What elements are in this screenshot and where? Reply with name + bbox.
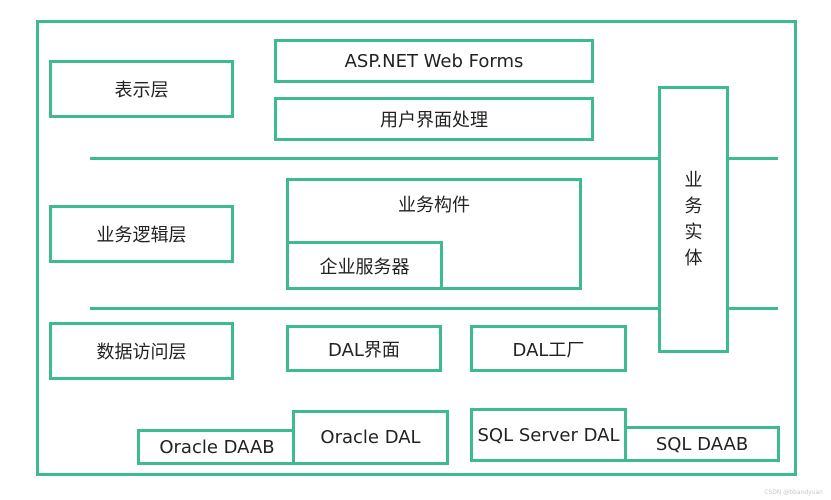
layer-separator-top (90, 157, 778, 160)
business-entity-box: 业 务 实 体 (658, 86, 729, 353)
data-access-layer-label: 数据访问层 (49, 322, 234, 380)
oracle-dal-box: Oracle DAL (292, 410, 449, 465)
dal-factory-box: DAL工厂 (470, 325, 627, 372)
sqlserver-dal-box: SQL Server DAL (470, 408, 627, 462)
oracle-daab-box: Oracle DAAB (137, 429, 297, 465)
watermark: CSDN @bbandyuan (764, 489, 823, 496)
layer-separator-bottom (90, 307, 778, 310)
business-components-title: 业务构件 (398, 195, 470, 216)
business-layer-label: 业务逻辑层 (49, 205, 234, 263)
enterprise-services-box: 企业服务器 (286, 241, 443, 290)
asp-net-web-forms-box: ASP.NET Web Forms (274, 39, 594, 83)
dal-interface-box: DAL界面 (286, 325, 442, 372)
business-entity-char-3: 实 (684, 221, 703, 243)
business-entity-char-4: 体 (684, 247, 703, 269)
sql-daab-box: SQL DAAB (624, 426, 780, 462)
presentation-layer-label: 表示层 (49, 60, 234, 118)
business-entity-char-1: 业 (684, 169, 703, 191)
ui-processing-box: 用户界面处理 (274, 97, 594, 141)
business-entity-char-2: 务 (684, 195, 703, 217)
